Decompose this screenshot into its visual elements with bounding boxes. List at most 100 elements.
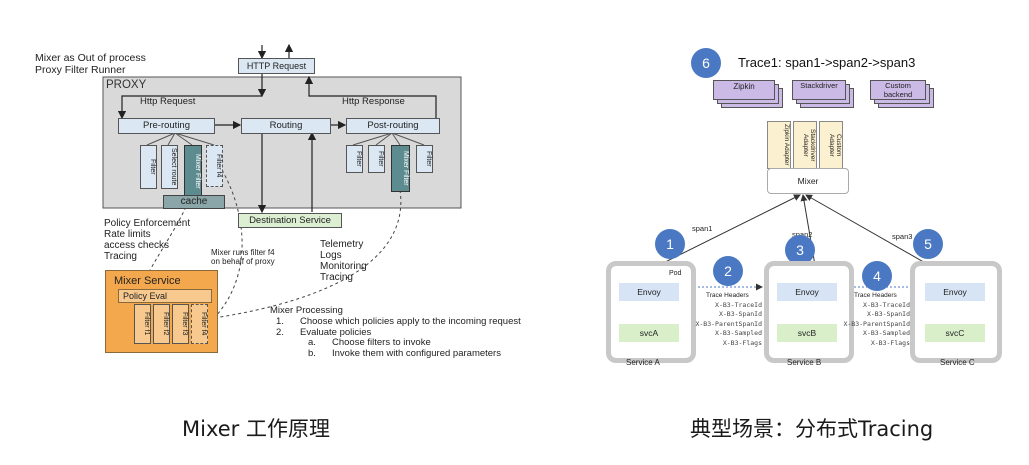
pre-mixer-filter-box: Mixer Filter — [184, 145, 202, 197]
step-badge-label: 6 — [702, 55, 710, 71]
mixer-filter-f4: Filter f4 — [191, 304, 208, 344]
destination-service-label: Destination Service — [249, 215, 331, 226]
post-filter-box: Filter — [416, 145, 433, 173]
telemetry-list: Telemetry Logs Monitoring Tracing — [320, 239, 367, 283]
step-number: b. — [308, 347, 316, 359]
zipkin-backend: Zipkin — [713, 80, 783, 108]
diagram-heading: Mixer as Out of process Proxy Filter Run… — [35, 52, 146, 76]
post-mixer-filter-label: Mixer Filter — [402, 151, 409, 186]
mixer-filter-f3: Filter f3 — [172, 304, 189, 344]
processing-steps: 1. Choose which policies apply to the inc… — [276, 316, 521, 360]
service-a-pod: Pod Envoy svcA — [606, 261, 696, 363]
routing-label: Routing — [269, 120, 303, 131]
pre-filter-f4-label: Filter f4 — [215, 154, 222, 178]
mixer-label: Mixer — [797, 176, 819, 186]
trace-headers-title: Trace Headers — [854, 292, 897, 299]
heading-line: Mixer as Out of process — [35, 52, 146, 64]
envoy-a: Envoy — [619, 283, 679, 301]
stackdriver-adapter: Stackdriver Adapter — [793, 121, 817, 169]
step-number: 1. — [276, 316, 284, 327]
trace-header-item: X-B3-Sampled — [715, 329, 762, 337]
step-badge-label: 5 — [924, 236, 932, 252]
backend-label: Custom backend — [883, 81, 913, 99]
step-badge-1: 1 — [655, 229, 685, 259]
routing-box: Routing — [241, 118, 331, 134]
service-b-label: Service B — [787, 358, 822, 367]
heading-line: Proxy Filter Runner — [35, 64, 126, 76]
post-filter-box: Filter — [346, 145, 363, 173]
telemetry-line: Logs — [320, 250, 342, 261]
trace-header-item: X-B3-SpanId — [866, 310, 910, 318]
step-text: Choose which policies apply to the incom… — [300, 316, 521, 327]
telemetry-line: Monitoring — [320, 261, 367, 272]
step-badge-label: 2 — [724, 263, 732, 279]
mixer-service-label: Mixer Service — [114, 275, 181, 287]
step-number: 2. — [276, 326, 284, 338]
custom-adapter: Custom Adapter — [819, 121, 843, 169]
post-routing-box: Post-routing — [346, 118, 440, 134]
envoy-label: Envoy — [795, 287, 819, 297]
pre-routing-label: Pre-routing — [143, 120, 190, 131]
policy-eval-box: Policy Eval — [118, 289, 212, 303]
pre-filter-f4-box: Filter f4 — [206, 145, 223, 187]
policy-line: Tracing — [104, 251, 137, 262]
envoy-b: Envoy — [777, 283, 837, 301]
processing-step: a.Choose filters to invoke — [276, 337, 521, 349]
service-b-pod: Envoy svcB — [764, 261, 854, 363]
step-badge-label: 3 — [796, 242, 804, 258]
envoy-c: Envoy — [925, 283, 985, 301]
trace-header-item: X-B3-ParentSpanId — [843, 319, 910, 328]
svc-label: svcA — [639, 328, 659, 338]
pod-label: Pod — [669, 270, 682, 277]
trace-header-item: X-B3-SpanId — [718, 310, 762, 318]
policy-line: Policy Enforcement — [104, 218, 191, 229]
trace-headers-ab: Trace Headers X-B3-TraceId X-B3-SpanId X… — [692, 291, 762, 348]
select-route-box: Select route — [161, 145, 178, 189]
step-number: a. — [308, 337, 316, 348]
post-filter-box: Filter — [368, 145, 385, 173]
adapter-label: Stackdriver Adapter — [802, 128, 816, 162]
step-badge-3: 3 — [785, 235, 815, 265]
mixer-filter-label: Filter f2 — [162, 312, 169, 336]
http-request-top-box: HTTP Request — [238, 58, 315, 74]
processing-step: 1. Choose which policies apply to the inc… — [276, 316, 521, 328]
cache-label: cache — [180, 196, 208, 207]
trace-headers-bc: Trace Headers X-B3-TraceId X-B3-SpanId X… — [840, 291, 910, 348]
svc-b: svcB — [777, 324, 837, 342]
trace-header-item: X-B3-TraceId — [715, 300, 762, 309]
telemetry-line: Tracing — [320, 272, 353, 283]
backend-label: Stackdriver — [800, 81, 838, 90]
envoy-label: Envoy — [637, 287, 661, 297]
span3-label: span3 — [892, 232, 913, 241]
processing-step: b. Invoke them with configured parameters — [276, 347, 521, 360]
pre-mixer-filter-label: Mixer Filter — [194, 153, 201, 189]
policy-list: Policy Enforcement Rate limits access ch… — [104, 218, 190, 262]
post-routing-label: Post-routing — [367, 120, 419, 131]
mixer-filter-label: Filter f4 — [200, 312, 207, 336]
processing-step: 2. Evaluate policies — [276, 326, 521, 339]
pre-filter-box: Filter — [140, 145, 157, 189]
trace-header-item: X-B3-Flags — [722, 338, 762, 347]
mixer-filter-label: Filter f1 — [143, 312, 150, 336]
zipkin-adapter: Zipkin Adapter — [767, 121, 791, 169]
policy-eval-label: Policy Eval — [123, 291, 168, 301]
step-text: Evaluate policies — [300, 326, 372, 338]
span1-label: span1 — [692, 224, 713, 233]
mixer-note: Mixer runs filter f4 on behalf of proxy — [211, 248, 275, 266]
mixer-filter-f2: Filter f2 — [153, 304, 170, 344]
cache-box: cache — [163, 195, 225, 209]
step-text: Invoke them with configured parameters — [332, 347, 501, 359]
step-badge-label: 1 — [666, 236, 674, 252]
adapter-label: Custom Adapter — [828, 133, 842, 157]
destination-service-box: Destination Service — [238, 213, 342, 228]
mixer-box: Mixer — [767, 168, 849, 194]
right-caption: 典型场景：分布式Tracing — [690, 417, 934, 441]
svc-label: svcC — [945, 328, 965, 338]
envoy-label: Envoy — [943, 287, 967, 297]
mixer-filter-label: Filter f3 — [181, 312, 188, 336]
step-badge-5: 5 — [913, 229, 943, 259]
adapter-label: Zipkin Adapter — [783, 124, 790, 166]
service-c-pod: Envoy svcC — [910, 261, 1002, 363]
custom-backend: Custom backend — [870, 80, 942, 108]
service-c-label: Service C — [940, 358, 975, 367]
